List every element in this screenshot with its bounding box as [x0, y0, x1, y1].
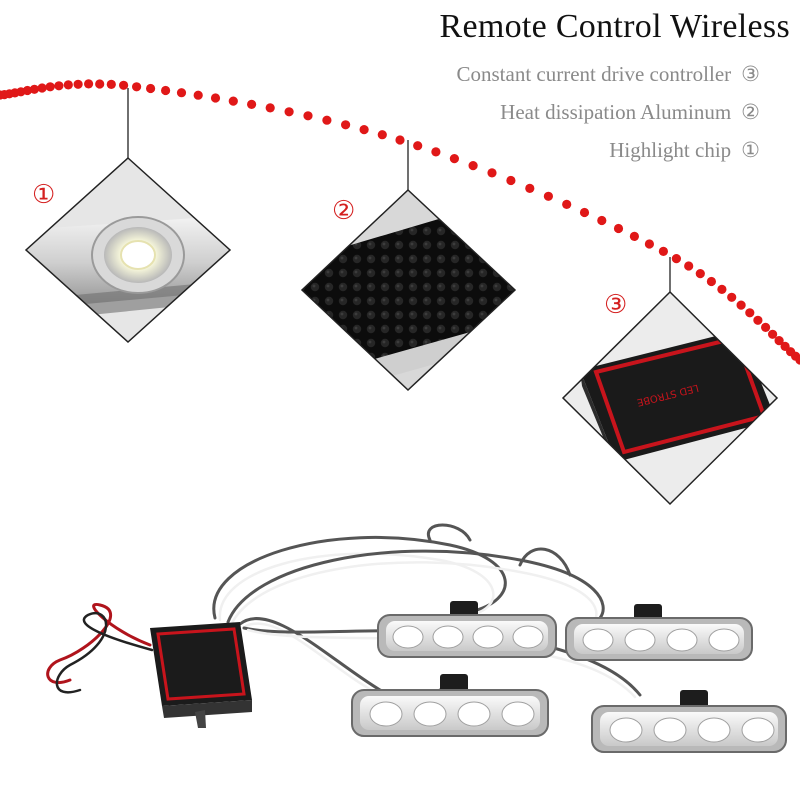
arc-dot: [193, 90, 203, 100]
arc-dot: [487, 168, 497, 178]
arc-dot: [95, 79, 105, 89]
dotted-arc: [0, 79, 800, 365]
callout-marker-3: ③: [604, 290, 628, 320]
arc-dot: [506, 175, 516, 186]
arc-dot: [84, 79, 94, 89]
arc-dot: [774, 336, 784, 346]
arc-dot: [717, 284, 727, 294]
arc-dot: [658, 246, 669, 256]
arc-dot: [727, 292, 737, 302]
arc-dot: [525, 183, 535, 193]
arc-dot: [359, 125, 369, 135]
arc-dot: [449, 154, 459, 164]
arc-dot: [22, 85, 32, 96]
arc-dot: [161, 85, 171, 96]
arc-dot: [265, 103, 275, 113]
arc-dot: [132, 82, 142, 92]
arc-dot: [644, 239, 655, 249]
feature-marker: ②: [741, 100, 760, 124]
feature-item: Heat dissipation Aluminum ②: [500, 100, 760, 125]
feature-marker: ①: [741, 138, 760, 162]
arc-dot: [768, 329, 778, 339]
arc-dot: [210, 93, 221, 103]
callout-marker-2: ②: [332, 196, 356, 226]
controller-box: [150, 622, 252, 728]
arc-dot: [119, 80, 129, 90]
led-bar: [377, 601, 557, 658]
arc-dot: [613, 223, 624, 234]
arc-dot: [695, 269, 705, 279]
arc-dot: [377, 130, 387, 140]
arc-dot: [671, 254, 682, 264]
arc-dot: [37, 83, 47, 93]
arc-dot: [468, 161, 478, 171]
arc-dot: [303, 111, 313, 121]
feature-item: Highlight chip ①: [609, 138, 760, 163]
detail-highlight-chip: [24, 156, 232, 344]
callout-marker-1: ①: [32, 180, 56, 210]
arc-dot: [341, 120, 351, 130]
feature-label: Highlight chip: [609, 138, 732, 162]
arc-dot: [562, 199, 572, 209]
arc-dot: [176, 88, 187, 98]
wire-bundle: [46, 523, 642, 704]
arc-dot: [284, 107, 294, 117]
arc-dot: [579, 207, 590, 218]
arc-dot: [29, 84, 39, 94]
arc-dot: [761, 322, 771, 332]
arc-dot: [413, 141, 423, 151]
arc-dot: [706, 276, 717, 287]
led-bar: [565, 604, 753, 661]
feature-label: Constant current drive controller: [456, 62, 732, 86]
arc-dot: [146, 83, 156, 94]
arc-dot: [106, 79, 116, 89]
arc-dot: [54, 81, 64, 91]
arc-dot: [684, 261, 694, 271]
arc-dot: [228, 96, 238, 106]
arc-dot: [322, 115, 332, 125]
led-bar: [351, 674, 549, 737]
feature-label: Heat dissipation Aluminum: [500, 100, 732, 124]
arc-dot: [247, 99, 257, 109]
arc-dot: [745, 308, 755, 318]
arc-dot: [629, 231, 640, 241]
feature-item: Constant current drive controller ③: [457, 62, 761, 87]
feature-marker: ③: [741, 62, 760, 86]
arc-dot: [395, 135, 405, 145]
arc-dot: [543, 191, 554, 201]
led-bar: [591, 690, 787, 753]
arc-dot: [63, 80, 73, 90]
arc-dot: [73, 79, 83, 89]
arc-dot: [795, 355, 800, 365]
title: Remote Control Wireless: [439, 8, 790, 45]
detail-controller: LED STROBE: [561, 290, 779, 506]
arc-dot: [753, 315, 763, 325]
detail-heat-sink: [300, 188, 517, 392]
arc-dot: [736, 300, 746, 310]
arc-dot: [431, 147, 441, 157]
arc-dot: [597, 215, 607, 226]
arc-dot: [45, 82, 55, 92]
